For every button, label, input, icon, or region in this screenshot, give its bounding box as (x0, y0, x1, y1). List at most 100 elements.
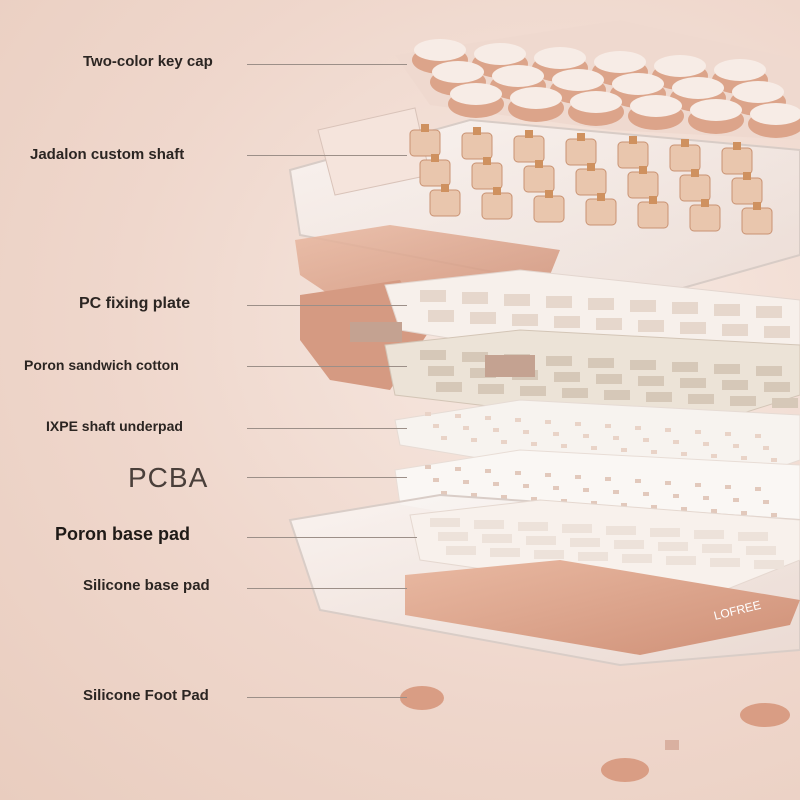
switch-stem (597, 193, 605, 201)
base-block (490, 548, 520, 557)
pcba-dot (471, 493, 477, 497)
ixpe-dot (741, 456, 747, 460)
cotton-hole (420, 350, 446, 360)
leader-sandwich (247, 366, 407, 367)
switch-stem (629, 136, 637, 144)
switch-stem (639, 166, 647, 174)
leader-pcba (247, 477, 407, 478)
cotton-hole (764, 382, 790, 392)
cotton-hole (772, 398, 798, 408)
plate-hole (504, 294, 530, 306)
ixpe-dot (605, 424, 611, 428)
keycap-layer (395, 20, 800, 140)
silicone-base-pad (405, 560, 800, 655)
pcba-dot (695, 483, 701, 487)
ixpe-dot (725, 432, 731, 436)
base-block (534, 550, 564, 559)
base-block (650, 528, 680, 537)
plate-hole (588, 298, 614, 310)
ixpe-dot (493, 428, 499, 432)
leader-underpad (247, 428, 407, 429)
switch (409, 129, 441, 157)
switch (617, 141, 649, 169)
plate-hole (420, 290, 446, 302)
pcba-dot (501, 495, 507, 499)
plate-hole (546, 296, 572, 308)
pcba-dot (733, 498, 739, 502)
base-block (754, 560, 784, 569)
leader-plate (247, 305, 407, 306)
cotton-hole (428, 366, 454, 376)
cotton-hole (714, 364, 740, 374)
switch-stem (493, 187, 501, 195)
label-silicone: Silicone base pad (83, 577, 210, 594)
base-block (430, 518, 460, 527)
base-block (614, 540, 644, 549)
keycap (732, 81, 784, 103)
base-block (606, 526, 636, 535)
ixpe-dot (553, 432, 559, 436)
pcba-dot (583, 488, 589, 492)
pcba-dot (493, 482, 499, 486)
ixpe-dot (545, 420, 551, 424)
ixpe-dot (711, 454, 717, 458)
base-block (562, 524, 592, 533)
ixpe-dot (613, 436, 619, 440)
ixpe-dot (425, 412, 431, 416)
ixpe-dot (501, 440, 507, 444)
keycap (612, 73, 664, 95)
switch (523, 165, 555, 193)
pcba-dot (463, 480, 469, 484)
connector-clip (350, 322, 402, 342)
pcba-dot (575, 475, 581, 479)
keycap (594, 51, 646, 73)
cotton-hole (680, 378, 706, 388)
cotton-hole (630, 360, 656, 370)
label-underpad: IXPE shaft underpad (46, 418, 183, 434)
base-block (666, 556, 696, 565)
cotton-hole (520, 386, 546, 396)
keycap (714, 59, 766, 81)
ixpe-dot (695, 430, 701, 434)
pcba-dot (515, 471, 521, 475)
ixpe-dot (733, 444, 739, 448)
switch (471, 162, 503, 190)
pcba-dot (433, 478, 439, 482)
cotton-hole (672, 362, 698, 372)
ixpe-dot (583, 434, 589, 438)
keycap (450, 83, 502, 105)
ixpe-dot (665, 428, 671, 432)
switch (721, 147, 753, 175)
plate-hole (470, 312, 496, 324)
cotton-hole (562, 388, 588, 398)
plate-hole (462, 292, 488, 304)
ixpe-dot (681, 452, 687, 456)
ixpe-dot (763, 446, 769, 450)
switch (741, 207, 773, 235)
ixpe-dot (755, 434, 761, 438)
cotton-hole (478, 384, 504, 394)
ixpe-dot (635, 426, 641, 430)
ixpe-dot (455, 414, 461, 418)
base-block (518, 522, 548, 531)
switch-stem (545, 190, 553, 198)
keycap (534, 47, 586, 69)
cotton-hole (596, 374, 622, 384)
pcba-dot (621, 503, 627, 507)
plate-hole (714, 304, 740, 316)
ixpe-dot (591, 446, 597, 450)
keycap (414, 39, 466, 61)
keycap (654, 55, 706, 77)
pcba-dot (605, 477, 611, 481)
pcba-dot (763, 500, 769, 504)
cotton-hole (470, 368, 496, 378)
pcba-dot (651, 505, 657, 509)
base-block (658, 542, 688, 551)
leader-foot (247, 697, 407, 698)
switch (731, 177, 763, 205)
switch-stem (421, 124, 429, 132)
switch (565, 138, 597, 166)
base-block (438, 532, 468, 541)
